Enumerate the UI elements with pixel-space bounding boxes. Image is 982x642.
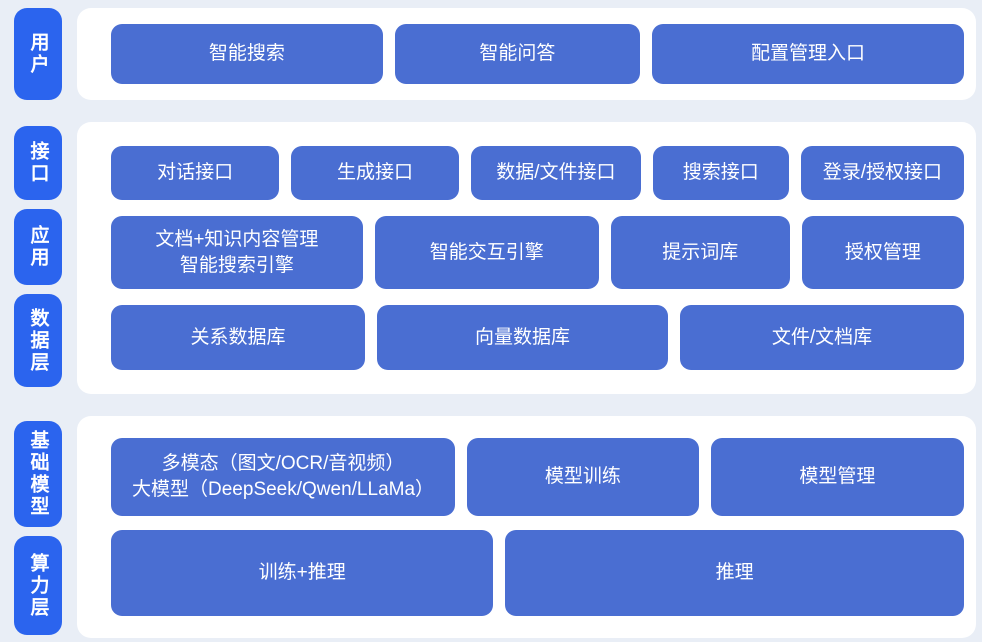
block-multimodal-llm: 多模态（图文/OCR/音视频） 大模型（DeepSeek/Qwen/LLaMa）	[111, 438, 456, 516]
layer-tab-application-label: 应用	[27, 225, 49, 269]
block-model-training: 模型训练	[467, 438, 699, 516]
layer-tab-foundation-model: 基础模型	[14, 421, 62, 527]
block-auth-management: 授权管理	[801, 216, 964, 289]
layer-tab-compute-label: 算力层	[27, 552, 49, 619]
layer-tab-foundation-model-label: 基础模型	[27, 430, 49, 518]
layer-tab-data-label: 数据层	[27, 307, 49, 374]
foundation-model-row: 多模态（图文/OCR/音视频） 大模型（DeepSeek/Qwen/LLaMa）…	[111, 438, 964, 516]
block-dialog-api: 对话接口	[111, 146, 280, 200]
block-vector-db: 向量数据库	[376, 305, 668, 370]
layer-tab-interface: 接口	[14, 126, 62, 200]
user-tab-column: 用户	[14, 8, 62, 100]
block-generate-api: 生成接口	[291, 146, 459, 200]
layer-tab-compute: 算力层	[14, 536, 62, 635]
bottom-tab-column: 基础模型 算力层	[14, 416, 62, 638]
block-interaction-engine: 智能交互引擎	[374, 216, 599, 289]
application-row: 文档+知识内容管理 智能搜索引擎 智能交互引擎 提示词库 授权管理	[111, 216, 964, 289]
middle-panel: 对话接口 生成接口 数据/文件接口 搜索接口 登录/授权接口 文档+知识内容管理…	[77, 122, 976, 394]
block-smart-qa: 智能问答	[394, 24, 641, 84]
section-bottom: 基础模型 算力层 多模态（图文/OCR/音视频） 大模型（DeepSeek/Qw…	[14, 416, 976, 638]
layer-tab-user: 用户	[14, 8, 62, 100]
block-config-entry: 配置管理入口	[652, 24, 964, 84]
bottom-panel: 多模态（图文/OCR/音视频） 大模型（DeepSeek/Qwen/LLaMa）…	[77, 416, 976, 638]
block-file-doc-store: 文件/文档库	[679, 305, 964, 370]
block-model-management: 模型管理	[710, 438, 964, 516]
middle-tab-column: 接口 应用 数据层	[14, 122, 62, 394]
section-middle: 接口 应用 数据层 对话接口 生成接口 数据/文件接口 搜索接口 登录/授权接口…	[14, 122, 976, 394]
block-prompt-library: 提示词库	[610, 216, 790, 289]
block-smart-search: 智能搜索	[111, 24, 383, 84]
section-user: 用户 智能搜索 智能问答 配置管理入口	[14, 8, 976, 100]
block-doc-knowledge-engine: 文档+知识内容管理 智能搜索引擎	[111, 216, 363, 289]
interface-row: 对话接口 生成接口 数据/文件接口 搜索接口 登录/授权接口	[111, 146, 965, 200]
user-row: 智能搜索 智能问答 配置管理入口	[111, 24, 964, 84]
block-data-file-api: 数据/文件接口	[470, 146, 641, 200]
compute-row: 训练+推理 推理	[111, 530, 964, 616]
block-login-auth-api: 登录/授权接口	[800, 146, 965, 200]
block-inference: 推理	[505, 530, 964, 616]
user-panel: 智能搜索 智能问答 配置管理入口	[77, 8, 976, 100]
layer-tab-interface-label: 接口	[27, 141, 49, 185]
layer-tab-data: 数据层	[14, 294, 62, 387]
layer-tab-user-label: 用户	[27, 32, 49, 76]
layer-tab-application: 应用	[14, 209, 62, 285]
block-training-inference: 训练+推理	[111, 530, 494, 616]
data-row: 关系数据库 向量数据库 文件/文档库	[111, 305, 964, 370]
block-relational-db: 关系数据库	[111, 305, 365, 370]
block-search-api: 搜索接口	[652, 146, 789, 200]
